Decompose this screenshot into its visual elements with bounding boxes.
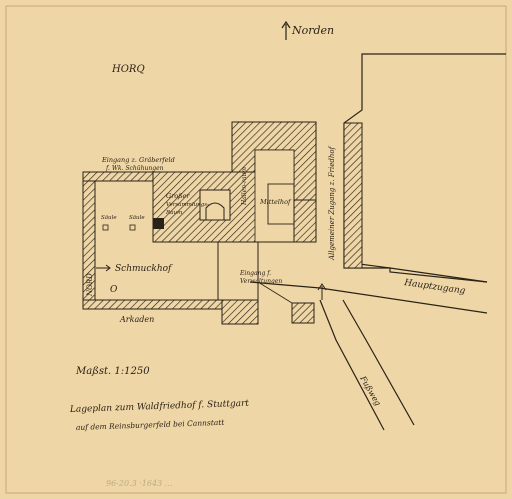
label-eingang-graeber-2: f. Wk. Schühungen xyxy=(105,165,164,172)
fussweg-left-edge xyxy=(319,299,385,431)
label-saule-2: Säule xyxy=(129,215,145,221)
label-eingang-graeber: Eingang z. Gräberfeld xyxy=(101,156,175,164)
label-hauptzugang: Hauptzugang xyxy=(403,278,467,297)
south-wall-arkaden xyxy=(82,299,225,310)
hauptzugang-road-bottom xyxy=(249,281,488,314)
label-eingang-verwaltung-2: Verwaltungen xyxy=(240,278,282,285)
label-fussweg: Fußweg xyxy=(358,374,383,408)
saule-1-marker xyxy=(102,224,109,231)
east-boundary-wall xyxy=(343,122,363,269)
label-eingang-verwaltung: Eingang f. xyxy=(239,270,271,277)
verwaltung-block xyxy=(221,299,259,325)
dark-pillar xyxy=(153,218,164,229)
mittelhof-inner xyxy=(254,149,295,243)
label-arkaden: Arkaden xyxy=(119,315,154,324)
caption-line-2: auf dem Reinsburgerfeld bei Cannstatt xyxy=(76,418,226,432)
top-left-mark: HORQ xyxy=(111,64,145,75)
inner-block xyxy=(267,183,295,225)
gate-post xyxy=(291,302,315,324)
label-saule-1: Säule xyxy=(101,215,117,221)
neighbor-building-outline xyxy=(343,53,506,283)
label-allgemeiner-zugang: Allgemeiner Zugang z. Friedhof xyxy=(328,145,336,261)
label-schmuckhof: Schmuckhof xyxy=(115,264,173,274)
saule-2-marker xyxy=(129,224,136,231)
label-grosser-raum-3: Raum xyxy=(165,210,182,216)
paper-edge xyxy=(5,5,507,494)
archive-mark: 96-20.3 ·1643 ... xyxy=(106,479,172,488)
east-wing xyxy=(293,199,317,243)
apse xyxy=(205,202,225,221)
label-grosser-raum-2: Versammlungs- xyxy=(166,202,209,208)
gate-line xyxy=(257,281,293,304)
schmuckhof-arrow-head xyxy=(105,264,111,272)
label-mittelhof: Mittelhof xyxy=(259,198,292,206)
caption-line-1: Lageplan zum Waldfriedhof f. Stuttgart xyxy=(69,399,250,415)
label-hallenraum: Hallen-raum xyxy=(241,167,248,206)
fussweg-right-edge xyxy=(342,299,415,426)
scale-label: Maßst. 1:1250 xyxy=(75,366,150,377)
north-label: Norden xyxy=(291,24,334,37)
label-nord-left: NORD xyxy=(86,273,94,297)
label-grosser-raum: Großer xyxy=(166,192,190,200)
label-nord-left-2: O xyxy=(110,285,118,295)
north-arrow-head xyxy=(281,20,291,29)
entry-arrow-head xyxy=(317,283,327,291)
